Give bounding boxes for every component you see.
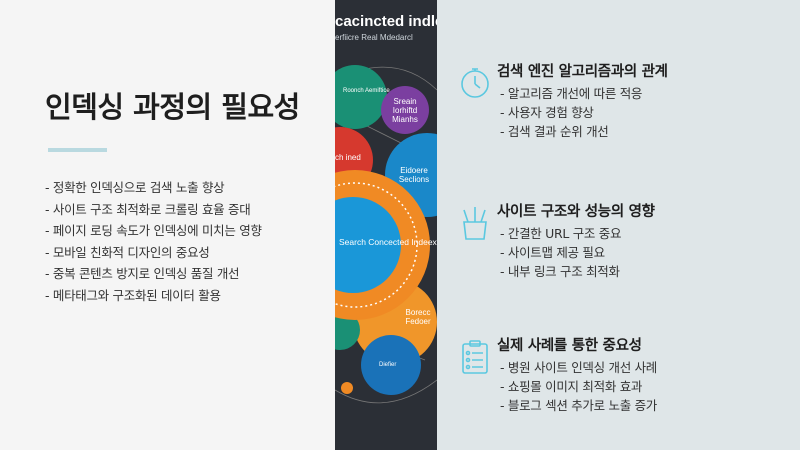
accent-divider	[48, 148, 107, 152]
bubble-label: Sreain Iorhiftd Mianhs	[392, 97, 418, 124]
list-item: - 사이트 구조 최적화로 크롤링 효율 증대	[45, 201, 251, 217]
list-item: - 페이지 로딩 속도가 인덱싱에 미치는 영향	[45, 223, 262, 238]
bubble-label: Eidoere Seclions	[398, 166, 430, 184]
list-item: - 내부 링크 구조 최적화	[500, 264, 620, 279]
list-item: - 메타태그와 구조화된 데이터 활용	[45, 287, 221, 303]
slide-title: 인덱싱 과정의 필요성	[45, 90, 300, 124]
pencil-cup-icon	[463, 207, 487, 240]
list-item: - 간결한 URL 구조 중요	[500, 226, 622, 241]
left-panel: 인덱싱 과정의 필요성 - 정확한 인덱싱으로 검색 노출 향상 - 사이트 구…	[0, 0, 335, 450]
section-title: 검색 엔진 알고리즘과의 관계	[497, 64, 668, 80]
list-item: - 사이트맵 제공 필요	[500, 245, 605, 260]
list-item: - 병원 사이트 인덱싱 개선 사례	[500, 360, 657, 375]
list-item: - 사용자 경험 향상	[500, 105, 594, 120]
section-bullets: - 알고리즘 개선에 따른 적응 - 사용자 경험 향상 - 검색 결과 순위 …	[500, 84, 642, 141]
list-item: - 블로그 섹션 추가로 노출 증가	[500, 398, 657, 413]
list-item: - 정확한 인덱싱으로 검색 노출 향상	[45, 180, 225, 195]
list-item: - 알고리즘 개선에 따른 적응	[500, 86, 643, 101]
clipboard-checklist-icon	[462, 340, 488, 374]
bubble-label: Borecc Fedoer	[405, 308, 431, 326]
list-item: - 중복 콘텐츠 방지로 인덱싱 품질 개선	[45, 266, 240, 281]
image-heading: cacincted indlex	[335, 13, 437, 30]
right-panel: 검색 엔진 알고리즘과의 관계 - 알고리즘 개선에 따른 적응 - 사용자 경…	[437, 0, 800, 450]
section-title: 사이트 구조와 성능의 영향	[497, 204, 655, 220]
section-bullets: - 간결한 URL 구조 중요 - 사이트맵 제공 필요 - 내부 링크 구조 …	[500, 224, 622, 281]
stopwatch-icon	[461, 68, 489, 98]
indexing-illustration: cacincted indlex erfiicre Real Mdedarcl …	[335, 0, 437, 450]
list-item: - 쇼핑몰 이미지 최적화 효과	[500, 379, 643, 394]
bubble-label: Diefier	[379, 362, 396, 368]
section-bullets: - 병원 사이트 인덱싱 개선 사례 - 쇼핑몰 이미지 최적화 효과 - 블로…	[500, 358, 657, 415]
bubble-label: Roonch Aemiftice	[343, 88, 390, 94]
main-bullet-list: - 정확한 인덱싱으로 검색 노출 향상 - 사이트 구조 최적화로 크롤링 효…	[45, 177, 262, 306]
image-subheading: erfiicre Real Mdedarcl	[335, 33, 413, 42]
list-item: - 모바일 친화적 디자인의 중요성	[45, 244, 210, 260]
bubble-label: ch ined	[335, 153, 361, 162]
list-item: - 검색 결과 순위 개선	[500, 124, 609, 139]
bubble-label: Search Concected Indeexting	[339, 237, 437, 247]
section-title: 실제 사례를 통한 중요성	[497, 338, 642, 354]
